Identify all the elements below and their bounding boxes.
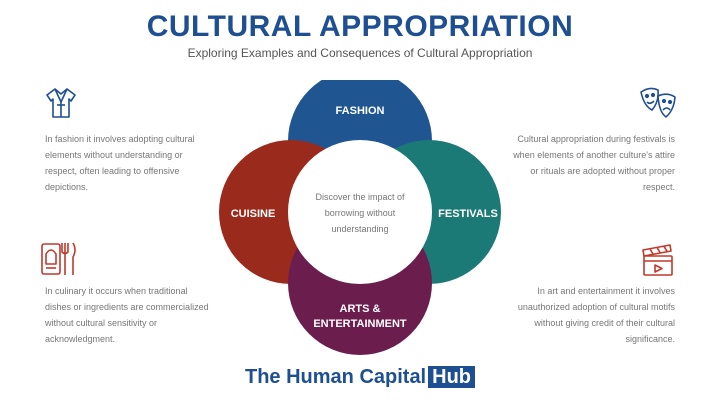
arts-label-line2: ENTERTAINMENT (313, 318, 407, 330)
venn-diagram: FASHION CUISINE FESTIVALS ARTS & ENTERTA… (219, 80, 501, 355)
fashion-label: FASHION (336, 105, 385, 117)
brand-hub: Hub (428, 366, 476, 388)
arts-label-line1: ARTS & (340, 303, 381, 315)
center-text-line1: Discover the impact of (315, 192, 405, 202)
arts-description: In art and entertainment it involves una… (517, 286, 675, 344)
page-subtitle: Exploring Examples and Consequences of C… (187, 46, 533, 60)
brand-name: The Human Capital (244, 366, 427, 388)
festivals-label: FESTIVALS (438, 208, 498, 220)
fashion-description: In fashion it involves adopting cultural… (45, 134, 195, 192)
clapperboard-icon (642, 244, 673, 276)
kimono-icon (46, 88, 76, 118)
center-circle (288, 140, 432, 284)
cuisine-description: In culinary it occurs when traditional d… (45, 286, 209, 344)
theater-masks-icon (640, 87, 676, 118)
festivals-description: Cultural appropriation during festivals … (513, 134, 675, 192)
cuisine-label: CUISINE (231, 208, 276, 220)
center-text-line3: understanding (331, 224, 388, 234)
page-title: CULTURAL APPROPRIATION (146, 10, 574, 43)
kitchen-utensils-icon (41, 242, 76, 275)
center-text-line2: borrowing without (325, 208, 396, 218)
